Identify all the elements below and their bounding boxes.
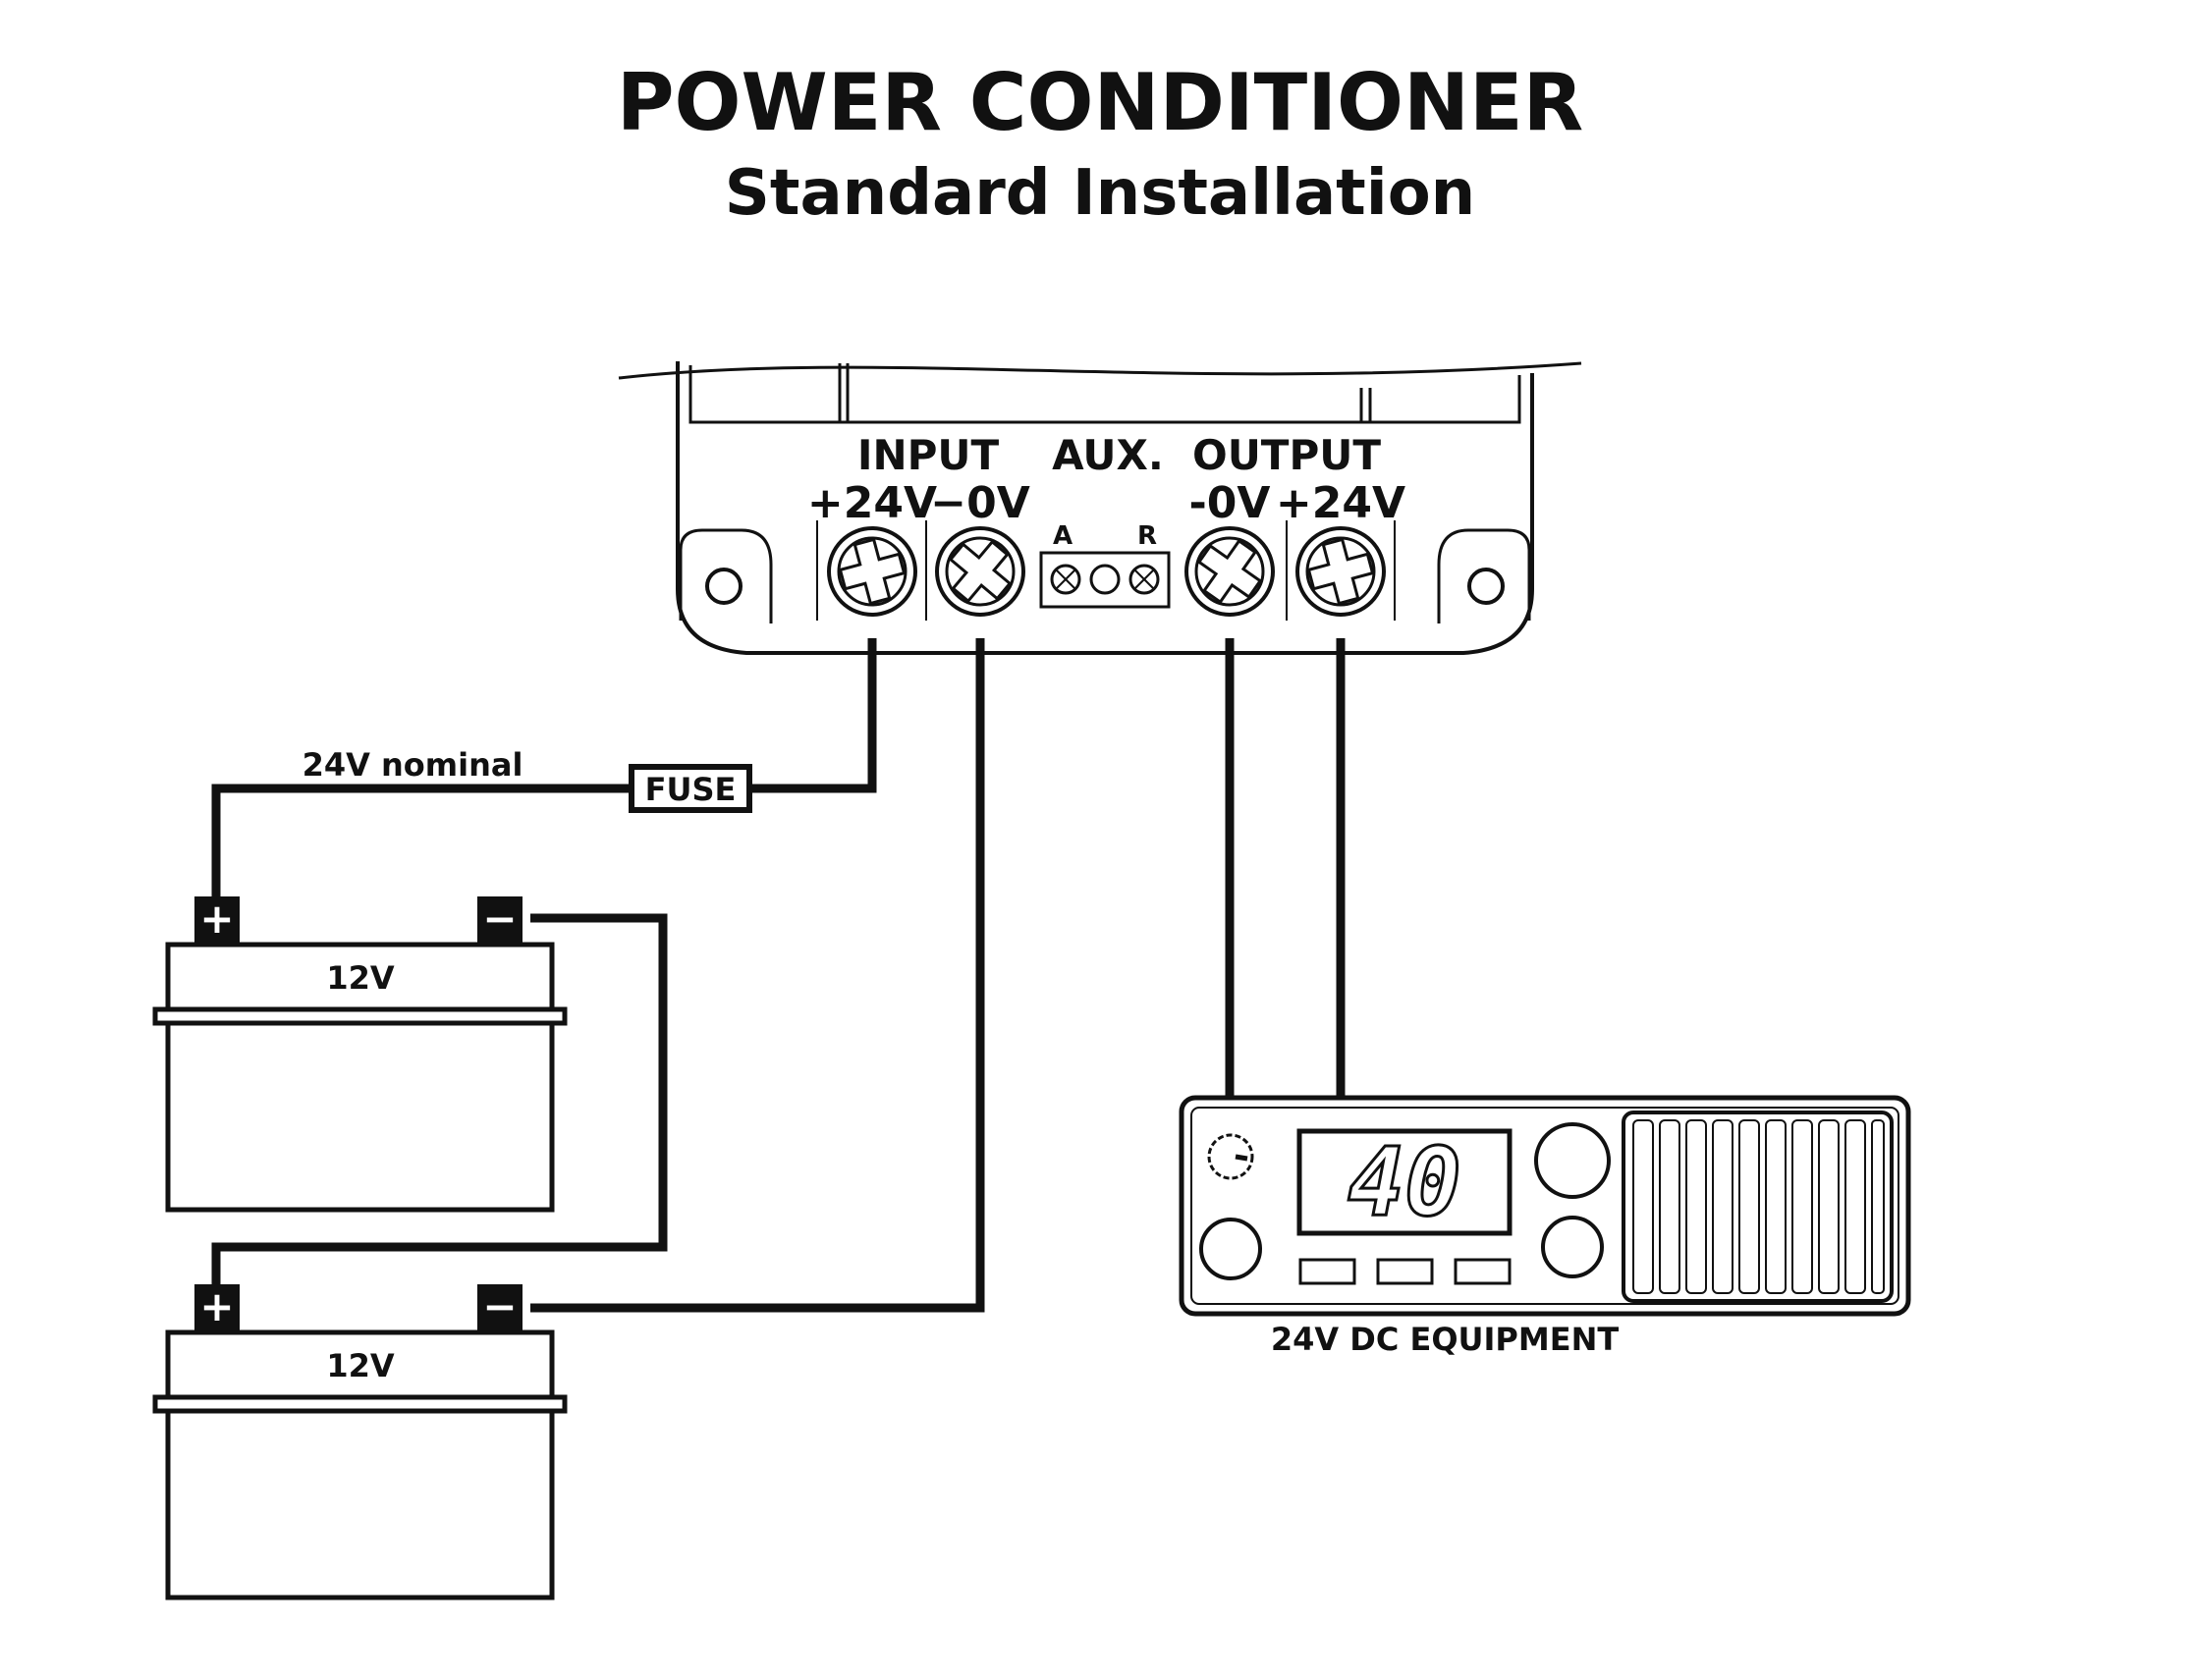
- mounting-hole-right: [1467, 568, 1505, 605]
- output-neg-label: -0V: [1189, 478, 1271, 528]
- equipment-label: 24V DC EQUIPMENT: [1271, 1321, 1620, 1358]
- battery-2: + − 12V: [152, 1282, 568, 1600]
- input-pos-label: +24V: [807, 478, 937, 528]
- aux-a-label: A: [1053, 521, 1073, 551]
- battery-2-pos-symbol: +: [199, 1282, 234, 1330]
- battery-1-neg-terminal: [477, 896, 523, 943]
- input-label: INPUT: [857, 431, 1000, 479]
- output-label: OUTPUT: [1192, 431, 1381, 479]
- speaker-grille: [1622, 1111, 1894, 1303]
- aux-a-screw: [1050, 564, 1081, 595]
- input-neg-label: −0V: [930, 478, 1030, 528]
- battery-2-pos-terminal: [194, 1284, 240, 1330]
- equipment-button-2: [1376, 1258, 1434, 1285]
- battery-2-voltage: 12V: [326, 1347, 395, 1384]
- aux-r-label: R: [1137, 521, 1157, 551]
- battery-1-pos-symbol: +: [199, 894, 234, 943]
- diagram-title: POWER CONDITIONER: [617, 57, 1583, 148]
- input-pos-terminal: [827, 526, 917, 617]
- input-neg-terminal: [935, 526, 1025, 617]
- output-pos-terminal: [1295, 526, 1386, 617]
- output-pos-label: +24V: [1276, 478, 1405, 528]
- fuse: FUSE: [629, 764, 752, 813]
- battery-1-neg-symbol: −: [482, 894, 517, 943]
- unit-housing: [676, 361, 1534, 655]
- equipment-button-1: [1298, 1258, 1356, 1285]
- wiring: 24V nominal FUSE: [211, 638, 1346, 1313]
- battery-1: + − 12V: [152, 894, 568, 1213]
- aux-terminal-block: A R: [1039, 521, 1171, 609]
- output-neg-terminal: [1184, 526, 1275, 617]
- aux-r-screw: [1128, 564, 1160, 595]
- wire-input-pos: [749, 638, 877, 793]
- battery-2-neg-terminal: [477, 1284, 523, 1330]
- aux-label: AUX.: [1052, 431, 1164, 479]
- channel-number: 40: [1348, 1127, 1461, 1237]
- power-conditioner-unit: INPUT AUX. OUTPUT +24V −0V -0V +24V: [618, 361, 1582, 655]
- unit-break-line: [618, 361, 1582, 380]
- volume-knob: [1207, 1133, 1254, 1180]
- wire-battery-pos: [211, 784, 632, 908]
- nominal-voltage-label: 24V nominal: [303, 746, 523, 784]
- mounting-hole-left: [705, 568, 743, 605]
- wire-input-neg: [530, 638, 985, 1313]
- wire-series-link: [211, 913, 668, 1294]
- control-knob-left: [1199, 1218, 1262, 1280]
- battery-1-voltage: 12V: [326, 959, 395, 997]
- control-knob-top-right: [1534, 1122, 1611, 1199]
- battery-2-neg-symbol: −: [482, 1282, 517, 1330]
- battery-1-pos-terminal: [194, 896, 240, 943]
- equipment-button-3: [1454, 1258, 1512, 1285]
- control-knob-bottom-right: [1541, 1216, 1604, 1278]
- fuse-label: FUSE: [645, 771, 737, 808]
- diagram-subtitle: Standard Installation: [725, 157, 1475, 230]
- dc-equipment: 40 24V DC EQUIPMENT: [1179, 1095, 1911, 1358]
- channel-display: 40: [1296, 1126, 1513, 1239]
- aux-center-hole: [1089, 564, 1121, 595]
- unit-inner-frame: [688, 365, 1521, 424]
